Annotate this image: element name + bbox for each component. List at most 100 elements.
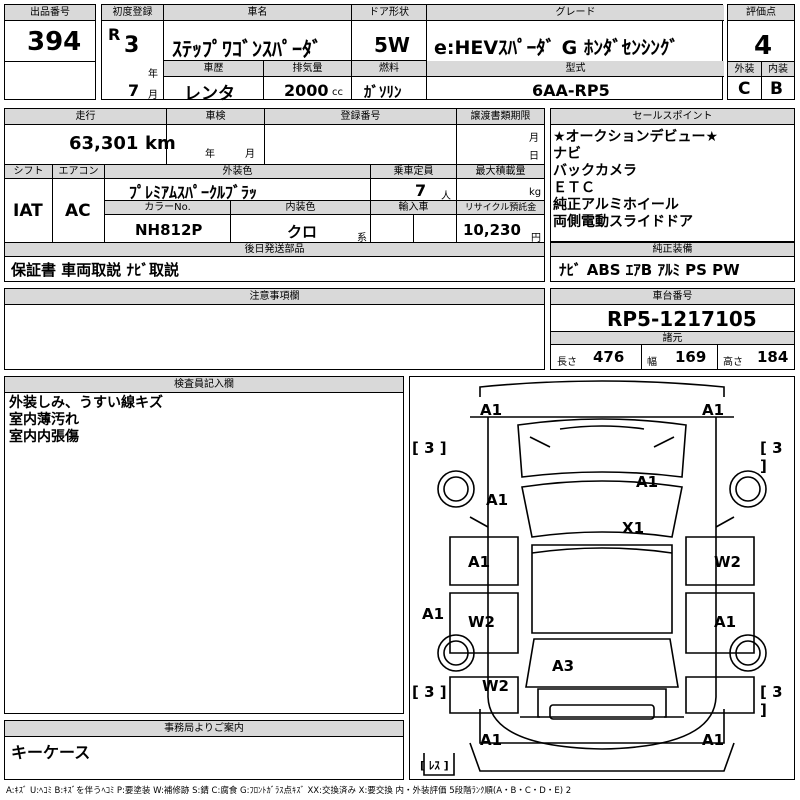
sales-point-item: 両側電動スライドドア — [553, 214, 693, 230]
std-equipment-box: 純正装備 ﾅﾋﾞ ABS ｴｱB ｱﾙﾐ PS PW — [550, 242, 795, 282]
aircon-value: AC — [65, 201, 91, 221]
sales-point-item: 純正アルミホイール — [553, 197, 679, 213]
inspector-label: 検査員記入欄 — [5, 377, 403, 393]
sales-points-list: ★オークションデビュー★ ナビ バックカメラ ＥＴＣ 純正アルミホイール 両側電… — [553, 129, 718, 231]
mark-roof: A1 — [636, 473, 659, 491]
year-unit: 年 — [148, 69, 158, 80]
int-color-label: 内装色 — [231, 201, 371, 215]
year-value: 3 — [124, 33, 140, 58]
transfer-month-unit: 月 — [529, 133, 539, 144]
height-label: 高さ — [723, 357, 743, 368]
spec-box: 走行 車検 登録番号 譲渡書類期限 63,301 km 年 月 月 日 シフト … — [4, 108, 545, 244]
ext-color-label: 外装色 — [105, 165, 371, 179]
width-label: 幅 — [647, 357, 657, 368]
length-label: 長さ — [557, 357, 577, 368]
chassis-box: 車台番号 RP5-1217105 諸元 長さ 476 幅 169 高さ 184 — [550, 288, 795, 370]
mark-door-rr: A1 — [714, 613, 737, 631]
legend-text: A:ｷｽﾞ U:ﾍｺﾐ B:ｷｽﾞを伴うﾍｺﾐ P:要塗装 W:補修跡 S:錆 … — [6, 786, 572, 796]
lot-number-label: 出品番号 — [5, 5, 95, 21]
mark-door-fr: W2 — [714, 553, 741, 571]
later-parts-box: 後日発送部品 保証書 車両取説 ﾅﾋﾞ取説 — [4, 242, 545, 282]
sales-point-item: バックカメラ — [553, 163, 637, 179]
mark-bumper-rr: A1 — [702, 731, 725, 749]
reg-no-label: 登録番号 — [265, 109, 457, 125]
exterior-label: 外装 — [728, 61, 762, 77]
sales-points-box: セールスポイント ★オークションデビュー★ ナビ バックカメラ ＥＴＣ 純正アル… — [550, 108, 795, 242]
aircon-label: エアコン — [53, 165, 105, 179]
import-label: 輸入車 — [371, 201, 457, 215]
caution-box: 注意事項欄 — [4, 288, 545, 370]
transfer-day-unit: 日 — [529, 151, 539, 162]
mark-roof-x: X1 — [622, 519, 645, 537]
displacement-value: 2000 — [284, 81, 329, 100]
height-value: 184 — [757, 348, 789, 366]
vehicle-info-box: 初度登録 車名 ドア形状 グレード R 3 年 7 月 ｽﾃｯﾌﾟﾜｺﾞﾝｽﾊﾟ… — [101, 4, 724, 104]
later-parts-label: 後日発送部品 — [5, 243, 544, 257]
era-value: R — [108, 25, 121, 44]
width-value: 169 — [675, 348, 707, 366]
inspector-box: 検査員記入欄 外装しみ、うすい線キズ 室内薄汚れ 室内内張傷 — [4, 376, 404, 714]
people-unit: 人 — [441, 191, 451, 202]
model-label: 型式 — [427, 61, 724, 77]
score-value: 4 — [754, 31, 773, 61]
exterior-grade-value: C — [738, 79, 751, 99]
color-no-label: カラーNo. — [105, 201, 231, 215]
fuel-label: 燃料 — [352, 61, 427, 77]
length-value: 476 — [593, 348, 625, 366]
office-label: 事務局よりご案内 — [5, 721, 403, 737]
recycle-label: リサイクル預託金 — [457, 201, 544, 215]
mark-hood-left: A1 — [486, 491, 509, 509]
shift-value: IAT — [13, 201, 43, 221]
sales-point-item: ★オークションデビュー★ — [553, 129, 719, 145]
mileage-label: 走行 — [5, 109, 167, 125]
month-value: 7 — [128, 81, 140, 100]
grade-label: グレード — [427, 5, 724, 21]
car-name-value: ｽﾃｯﾌﾟﾜｺﾞﾝｽﾊﾟｰﾀﾞ — [172, 37, 322, 61]
mark-bumper-rl: A1 — [480, 731, 503, 749]
mark-tire-rl: [ 3 ] — [412, 683, 447, 701]
mark-front-right: A1 — [702, 401, 725, 419]
mark-door-rl: W2 — [468, 613, 495, 631]
mark-front-left: A1 — [480, 401, 503, 419]
office-box: 事務局よりご案内 キーケース — [4, 720, 404, 780]
sales-point-item: ナビ — [553, 146, 581, 162]
inspector-note: 外装しみ、うすい線キズ — [9, 395, 163, 411]
model-value: 6AA-RP5 — [532, 81, 610, 100]
later-parts-value: 保証書 車両取説 ﾅﾋﾞ取説 — [11, 261, 179, 279]
office-note-value: キーケース — [11, 743, 91, 762]
cc-unit: cc — [332, 87, 343, 98]
capacity-label: 乗車定員 — [371, 165, 457, 179]
chassis-no-label: 車台番号 — [551, 289, 794, 305]
fuel-value: ｶﾞｿﾘﾝ — [364, 83, 402, 101]
dimensions-label: 諸元 — [551, 331, 794, 345]
sales-points-label: セールスポイント — [551, 109, 794, 125]
max-load-label: 最大積載量 — [457, 165, 544, 179]
color-no-value: NH812P — [135, 221, 203, 239]
month-unit: 月 — [148, 90, 158, 101]
history-label: 車歴 — [164, 61, 264, 77]
mark-door-fl: A1 — [468, 553, 491, 571]
std-equipment-value: ﾅﾋﾞ ABS ｴｱB ｱﾙﾐ PS PW — [559, 261, 740, 279]
shift-label: シフト — [5, 165, 53, 179]
mark-rear-left: W2 — [482, 677, 509, 695]
mark-rear-glass: A3 — [552, 657, 575, 675]
mark-spare: [ ﾚｽ ] — [420, 759, 449, 772]
mark-fender-rl: A1 — [422, 605, 445, 623]
history-value: レンタ — [184, 84, 235, 104]
chassis-no-value: RP5-1217105 — [607, 307, 757, 331]
ext-color-value: ﾌﾟﾚﾐｱﾑｽﾊﾟｰｸﾙﾌﾞﾗｯ — [129, 183, 258, 202]
inspector-notes: 外装しみ、うすい線キズ 室内薄汚れ 室内内張傷 — [9, 395, 163, 446]
car-outline — [423, 380, 767, 776]
caution-label: 注意事項欄 — [5, 289, 544, 305]
interior-label: 内装 — [762, 61, 794, 77]
inspection-label: 車検 — [167, 109, 265, 125]
yen-unit: 円 — [531, 233, 541, 244]
sales-point-item: ＥＴＣ — [553, 180, 595, 196]
first-reg-label: 初度登録 — [102, 5, 164, 21]
score-label: 評価点 — [728, 5, 794, 21]
inspection-month-unit: 月 — [245, 149, 255, 160]
inspector-note: 室内薄汚れ — [9, 412, 79, 428]
km-unit: km — [145, 133, 176, 154]
std-equipment-label: 純正装備 — [551, 243, 794, 257]
door-label: ドア形状 — [352, 5, 427, 21]
